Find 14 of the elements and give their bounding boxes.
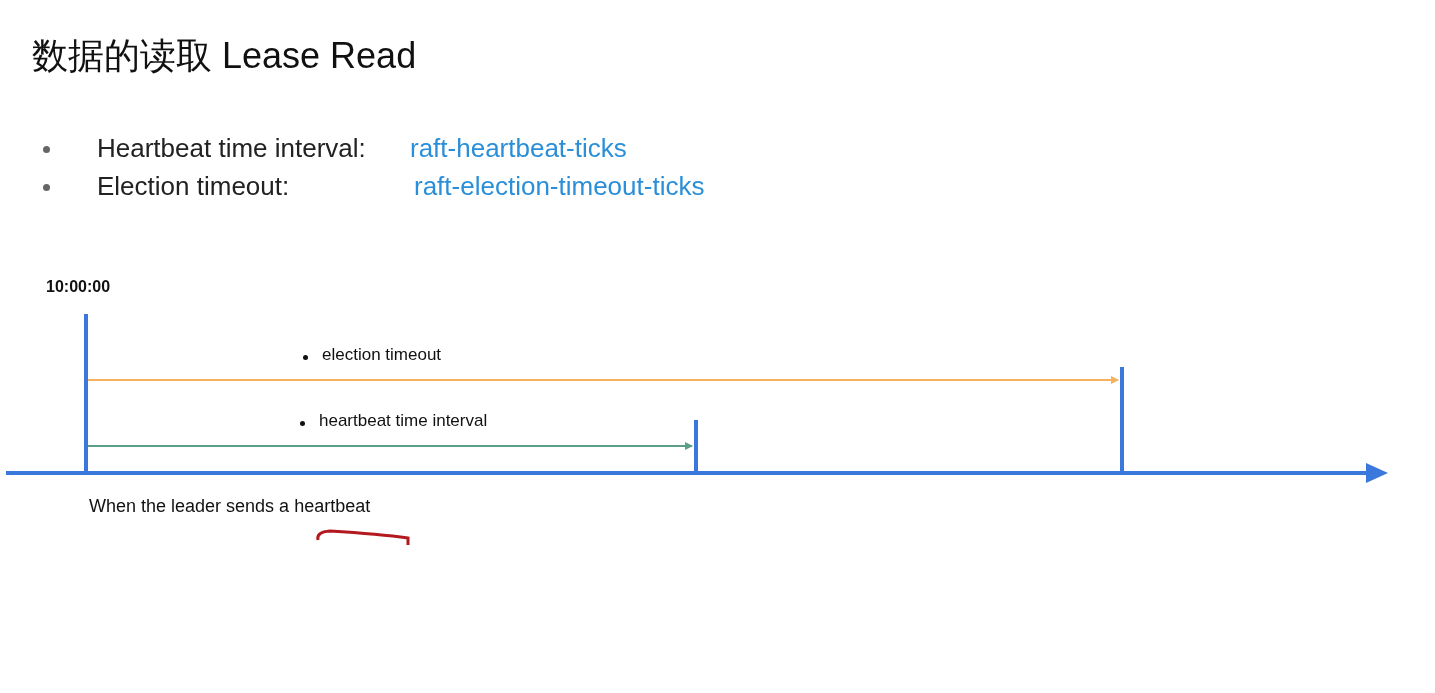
edge-label: election timeout: [322, 345, 442, 365]
config-name: raft-heartbeat-ticks: [410, 133, 627, 164]
edge-label: heartbeat time interval: [319, 411, 488, 431]
bullet-text: Election timeout:: [97, 171, 290, 202]
config-name: raft-election-timeout-ticks: [414, 171, 705, 202]
caption-text: When the leader sends a heartbeat: [89, 496, 371, 517]
tick-bar: [1120, 367, 1124, 474]
arrow: [87, 376, 1119, 384]
tick-bar: [84, 314, 88, 474]
slide-title: 数据的读取 Lease Read: [32, 34, 417, 78]
time-label: 10:00:00: [46, 278, 111, 296]
arrow: [87, 442, 693, 450]
tick-bar: [694, 420, 698, 474]
bullet-text: Heartbeat time interval:: [97, 133, 366, 164]
